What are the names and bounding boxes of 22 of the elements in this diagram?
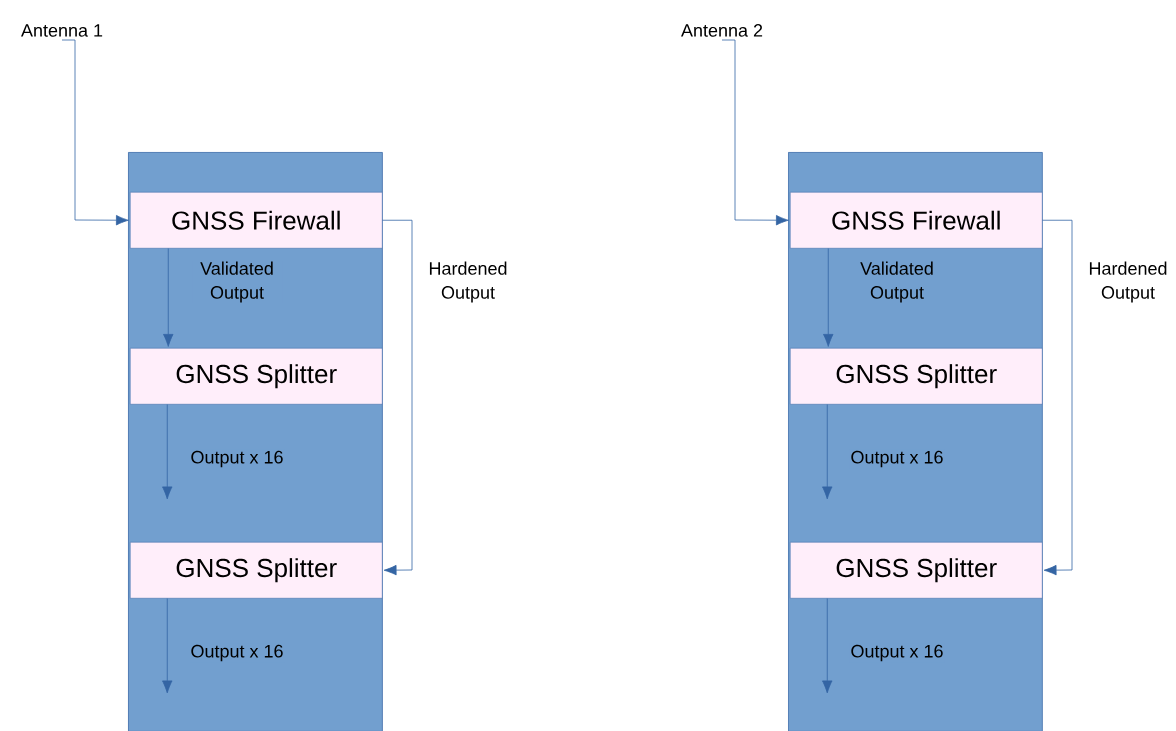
antenna-label: Antenna 1 xyxy=(21,24,103,37)
edge-label: Hardened Output xyxy=(423,260,513,304)
arrow xyxy=(163,248,174,347)
arrow xyxy=(61,39,129,226)
device-box: GNSS Splitter xyxy=(790,542,1043,599)
arrow xyxy=(382,219,413,576)
device-box: GNSS Splitter xyxy=(790,348,1043,405)
edge-label: Hardened Output xyxy=(1083,260,1173,304)
arrow xyxy=(721,39,789,226)
arrow xyxy=(162,404,173,500)
arrow xyxy=(822,404,833,500)
arrow xyxy=(1042,219,1073,576)
device-box: GNSS Firewall xyxy=(790,192,1043,249)
arrow xyxy=(162,598,173,694)
arrow xyxy=(822,598,833,694)
antenna-label: Antenna 2 xyxy=(681,24,763,37)
device-box: GNSS Splitter xyxy=(130,348,383,405)
device-box: GNSS Splitter xyxy=(130,542,383,599)
device-box: GNSS Firewall xyxy=(130,192,383,249)
arrow xyxy=(823,248,834,347)
edge-label: Validated Output xyxy=(852,260,942,304)
edge-label: Validated Output xyxy=(192,260,282,304)
